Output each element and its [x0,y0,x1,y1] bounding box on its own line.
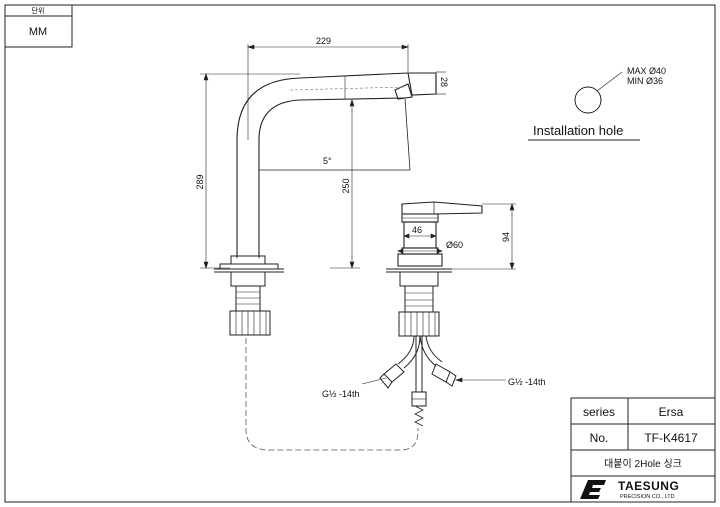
hose-line [245,338,419,451]
installation-hole-circle [574,86,602,114]
dim-clearance [330,99,360,269]
title-block [570,397,716,503]
dim-overall-height-label: 289 [195,174,205,189]
product-description: 대붙이 2Hole 싱크 [604,458,682,470]
unit-value: MM [29,26,47,38]
dim-reach [247,44,409,140]
dim-handle-height-label: 94 [501,232,511,242]
dim-overall-height [200,73,300,269]
brand-subtitle: PRECISION CO., LTD [620,494,675,500]
hole-min-label: MIN Ø36 [627,76,663,86]
faucet-spout [236,72,437,258]
dim-angle-label: 5° [323,156,332,166]
dim-handle-width-label: 46 [412,225,422,235]
model-no-value: TF-K4617 [644,431,698,445]
series-value: Ersa [659,405,684,419]
unit-header: 단위 [32,6,45,15]
thread-callouts [361,377,506,385]
dim-handle-height [452,203,516,270]
mixer-handle [397,201,483,267]
dim-base-diameter-label: Ø60 [446,240,463,250]
dim-reach-label: 229 [316,36,331,46]
mixer-base [386,268,452,337]
dim-thickness [436,71,446,95]
unit-box: 단위 MM [4,4,73,48]
installation-hole-title: Installation hole [533,123,623,138]
hole-max-label: MAX Ø40 [627,66,666,76]
thread-label-left: G½ -14th [322,389,360,399]
dim-thickness-label: 28 [439,77,449,87]
sheet-border [4,4,716,503]
thread-label-right: G½ -14th [508,377,546,387]
installation-hole-leader [596,71,623,92]
taesung-logo-icon [580,480,606,499]
dim-handle-width [403,233,437,239]
brand-name: TAESUNG [618,479,679,493]
faucet-base [214,255,284,336]
series-label: series [583,405,615,419]
dim-base-diameter [397,248,443,254]
supply-hoses [379,335,457,427]
dim-clearance-label: 250 [341,178,351,193]
model-no-label: No. [590,431,609,445]
